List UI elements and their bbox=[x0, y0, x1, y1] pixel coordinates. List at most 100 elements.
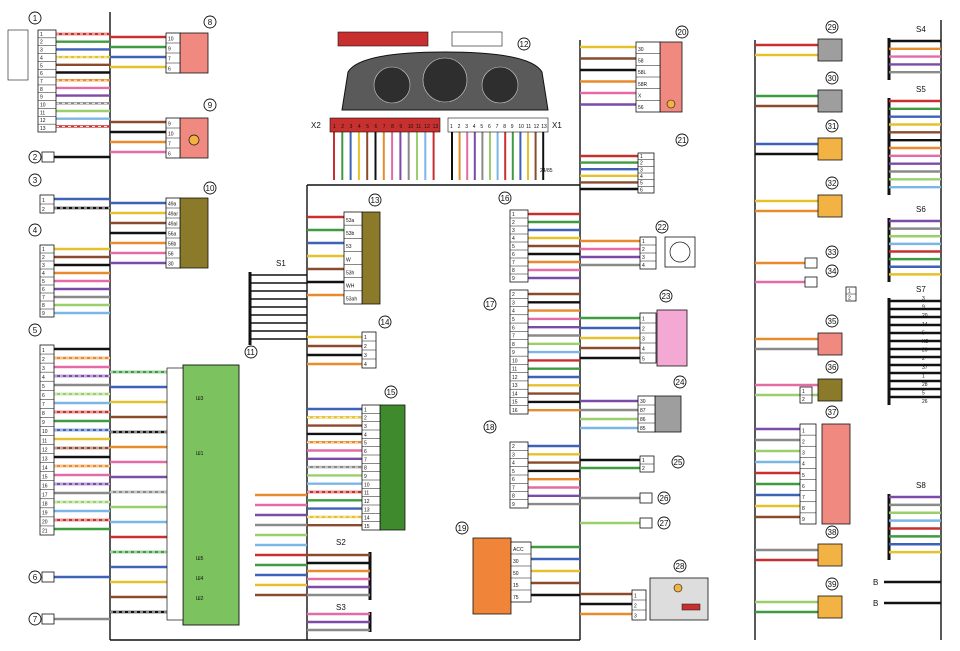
x1-pin: 4 bbox=[473, 124, 476, 130]
pin-label: 12 bbox=[40, 118, 46, 124]
module-15-pins bbox=[361, 404, 381, 531]
x2-pin: 7 bbox=[383, 124, 386, 130]
pin-label: 20 bbox=[42, 520, 48, 526]
pin-label: 1 bbox=[640, 154, 643, 160]
pin-label: 13 bbox=[364, 507, 370, 513]
pin-label: 2 bbox=[512, 444, 515, 450]
pin-label: 4 bbox=[42, 271, 45, 277]
switch-13-pins bbox=[343, 211, 363, 305]
pin-label: 8 bbox=[802, 506, 805, 512]
pin-label: 2 bbox=[848, 295, 851, 301]
pin-label: 4 bbox=[42, 375, 45, 381]
device-body bbox=[817, 543, 843, 567]
pin-label: 10 bbox=[168, 132, 174, 138]
connector-x2-label: X2 bbox=[311, 121, 321, 130]
pin-label: 3 bbox=[364, 353, 367, 359]
pin-label: 7 bbox=[364, 457, 367, 463]
pin-label: 21 bbox=[42, 529, 48, 535]
component-number-circle bbox=[657, 491, 671, 505]
pin-label: ACC bbox=[513, 547, 524, 553]
component-number: 7 bbox=[33, 615, 38, 624]
pin-label: 30 bbox=[640, 399, 646, 405]
component-27-body bbox=[639, 517, 653, 529]
pin-label: 58 bbox=[638, 58, 644, 64]
component-2-body bbox=[41, 151, 55, 163]
ignition-19-pins bbox=[510, 541, 532, 603]
components-layer bbox=[7, 29, 857, 626]
x2-pin: 2 bbox=[341, 124, 344, 130]
component-number-circle bbox=[825, 245, 839, 259]
component-number: 23 bbox=[662, 292, 671, 301]
pin-label: 9 bbox=[168, 122, 171, 128]
pin-label: 53b bbox=[346, 231, 355, 237]
pin-label: 9 bbox=[512, 350, 515, 356]
component-number-circle bbox=[28, 570, 42, 584]
pin-label: 75 bbox=[513, 595, 519, 601]
component-number: 25 bbox=[674, 458, 683, 467]
gauge-dial bbox=[422, 57, 468, 103]
pin-label: W bbox=[346, 257, 351, 263]
pin-label: 3 bbox=[512, 300, 515, 306]
relay-37-body bbox=[821, 423, 851, 525]
pin-label: 7 bbox=[168, 142, 171, 148]
pin-label: 5 bbox=[40, 63, 43, 69]
pin-label: 18 bbox=[42, 502, 48, 508]
splice-s7-label: S7 bbox=[916, 285, 926, 294]
pin-label: 3 bbox=[634, 614, 637, 620]
connector-5 bbox=[39, 344, 55, 536]
component-number-circle bbox=[203, 98, 217, 112]
splice-s1-label: S1 bbox=[276, 259, 286, 268]
pin-label: 12 bbox=[364, 499, 370, 505]
pin-label: 3 bbox=[40, 48, 43, 54]
fusebox-plug-label: Ш3 bbox=[196, 396, 204, 402]
component-number: 9 bbox=[208, 101, 213, 110]
device-body bbox=[817, 595, 843, 619]
pin-label: 10 bbox=[42, 429, 48, 435]
x2-pin: 8 bbox=[391, 124, 394, 130]
connector-x2 bbox=[329, 117, 441, 133]
component-number: 24 bbox=[676, 378, 685, 387]
component-number-circle bbox=[825, 119, 839, 133]
splice-s2-label: S2 bbox=[336, 538, 346, 547]
component-number-circle bbox=[368, 193, 382, 207]
pin-label: 11 bbox=[512, 367, 517, 373]
component-number: 38 bbox=[828, 528, 837, 537]
pin-label: 30 bbox=[168, 262, 174, 268]
s7-pin: 2 bbox=[922, 356, 925, 362]
pin-label: 3 bbox=[642, 337, 645, 343]
pin-label: 1 bbox=[848, 288, 851, 294]
component-number: 29 bbox=[828, 23, 837, 32]
component-number-circle bbox=[378, 315, 392, 329]
splice-s8-label: S8 bbox=[916, 481, 926, 490]
pin-label: WH bbox=[346, 284, 355, 290]
pin-label: 56 bbox=[168, 252, 174, 258]
pin-label: 5 bbox=[640, 181, 643, 187]
component-number-circle bbox=[825, 176, 839, 190]
pin-label: 17 bbox=[42, 493, 48, 499]
component-number: 6 bbox=[33, 573, 38, 582]
pin-label: 9 bbox=[42, 420, 45, 426]
pin-label: 3 bbox=[42, 263, 45, 269]
component-number: 15 bbox=[387, 388, 396, 397]
pin-label: 56 bbox=[638, 105, 644, 111]
connector-1 bbox=[37, 29, 57, 133]
pin-label: 1 bbox=[802, 389, 805, 395]
component-number: 30 bbox=[828, 74, 837, 83]
device-body bbox=[817, 332, 843, 356]
device-body bbox=[817, 89, 843, 113]
connector-28 bbox=[631, 589, 647, 621]
pin-label: 11 bbox=[40, 110, 45, 116]
pin-label: 1 bbox=[642, 458, 645, 464]
pin-label: 2 bbox=[364, 344, 367, 350]
pin-label: 14 bbox=[512, 391, 518, 397]
pin-label: 49ar bbox=[168, 212, 178, 218]
component-number: 19 bbox=[458, 524, 467, 533]
pin-label: 2 bbox=[364, 416, 367, 422]
pin-label: 13 bbox=[40, 126, 46, 132]
splice-s3-label: S3 bbox=[336, 603, 346, 612]
pin-label: 5 bbox=[512, 317, 515, 323]
s7-pin: 1 bbox=[922, 373, 925, 379]
pin-label: 10 bbox=[40, 103, 46, 109]
pin-label: 6 bbox=[512, 325, 515, 331]
lamp-icon bbox=[188, 134, 200, 146]
